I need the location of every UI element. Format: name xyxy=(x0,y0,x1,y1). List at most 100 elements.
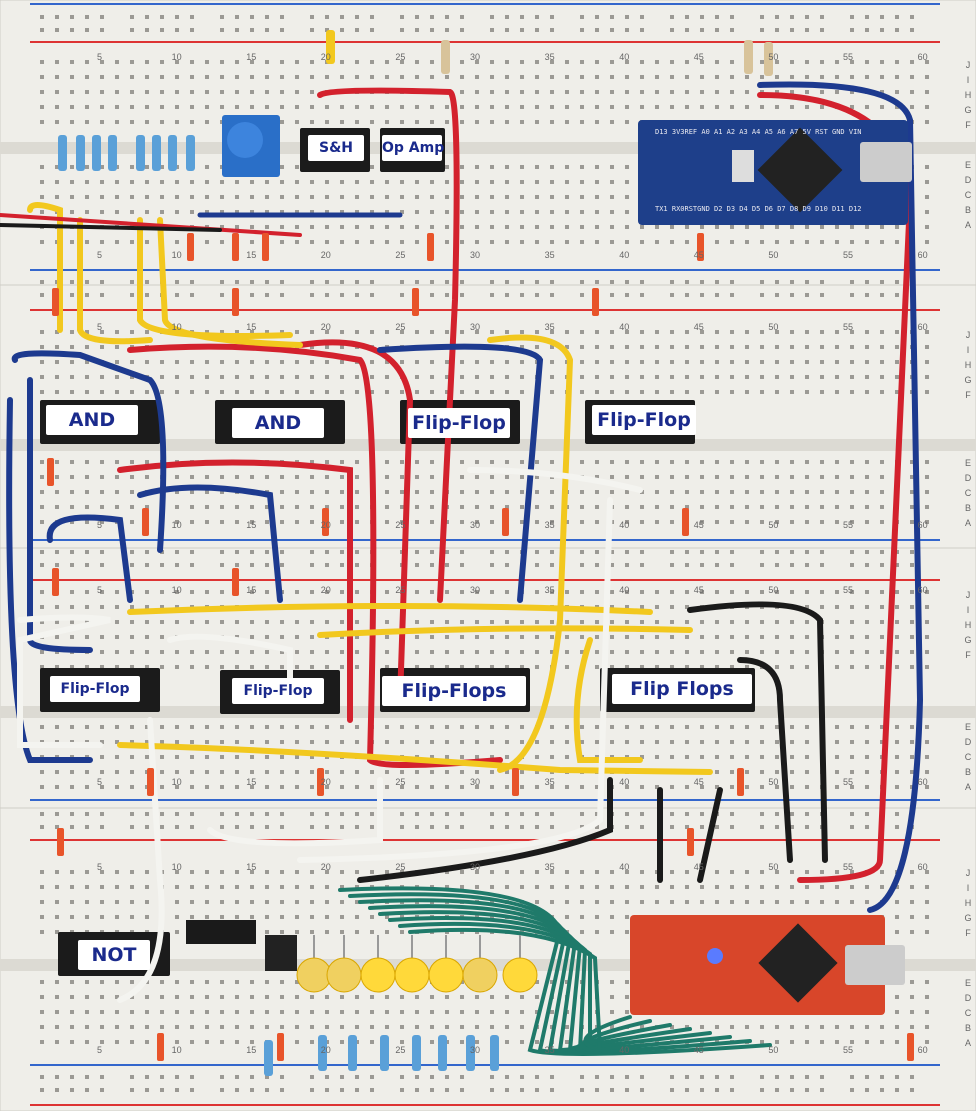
column-number: 50 xyxy=(768,52,779,62)
jumper-wire xyxy=(232,568,239,596)
column-number: 10 xyxy=(171,250,182,260)
jumper-wire xyxy=(232,288,239,316)
red-wire xyxy=(0,213,302,237)
row-letter: G xyxy=(964,913,972,923)
red-wire xyxy=(317,87,460,603)
power-led-icon xyxy=(707,948,723,964)
jumper-wire xyxy=(697,233,704,261)
yellow-wire xyxy=(317,625,693,638)
column-number: 45 xyxy=(693,777,704,787)
row-letter: C xyxy=(964,752,972,762)
row-letter: D xyxy=(964,993,972,1003)
row-letter: E xyxy=(964,160,971,170)
resistor xyxy=(380,1035,389,1071)
column-number: 20 xyxy=(320,52,331,62)
chip-label-flipflops-2: Flip Flops xyxy=(612,674,752,704)
resistor xyxy=(186,135,195,171)
microcontroller-chip xyxy=(758,923,838,1003)
column-number: 50 xyxy=(768,862,779,872)
resistor xyxy=(76,135,85,171)
column-number: 10 xyxy=(171,520,182,530)
chip-label-flipflop-3: Flip-Flop xyxy=(50,676,140,702)
column-number: 10 xyxy=(171,322,182,332)
column-number: 50 xyxy=(768,777,779,787)
column-number: 35 xyxy=(544,1045,555,1055)
jumper-wire xyxy=(52,568,59,596)
column-number: 30 xyxy=(470,862,481,872)
column-number: 5 xyxy=(97,322,103,332)
column-number: 20 xyxy=(320,1045,331,1055)
row-letter: J xyxy=(965,590,971,600)
resistor xyxy=(412,1035,421,1071)
row-letter: J xyxy=(965,60,971,70)
yellow-wire xyxy=(573,637,643,763)
row-letter: I xyxy=(966,605,970,615)
chip-label-flipflop-2: Flip-Flop xyxy=(592,405,696,435)
resistor xyxy=(326,30,335,64)
column-number: 15 xyxy=(246,520,257,530)
row-letter: B xyxy=(964,767,971,777)
column-number: 25 xyxy=(395,585,406,595)
red-wire xyxy=(117,459,353,723)
black-wire xyxy=(737,657,793,863)
column-number: 30 xyxy=(470,322,481,332)
column-number: 60 xyxy=(917,322,928,332)
row-letter: D xyxy=(964,737,972,747)
chip-label-flipflop-4: Flip-Flop xyxy=(232,678,324,704)
jumper-wire xyxy=(412,288,419,316)
usb-port xyxy=(845,945,905,985)
column-number: 10 xyxy=(171,777,182,787)
column-number: 60 xyxy=(917,777,928,787)
resistor xyxy=(136,135,145,171)
yellow-wire xyxy=(77,217,153,345)
jumper-wire xyxy=(687,828,694,856)
resistor xyxy=(264,1040,273,1076)
column-number: 5 xyxy=(97,52,103,62)
chip-label-op-amp: Op Amp xyxy=(382,135,444,161)
jumper-wire xyxy=(322,508,329,536)
column-number: 50 xyxy=(768,250,779,260)
jumper-wire xyxy=(52,288,59,316)
column-number: 5 xyxy=(97,777,103,787)
jumper-wire xyxy=(737,768,744,796)
led-icon xyxy=(296,957,332,993)
green-wire xyxy=(408,927,632,1053)
row-letter: I xyxy=(966,75,970,85)
white-wire xyxy=(297,497,613,863)
row-letter: H xyxy=(964,620,972,630)
led-icon xyxy=(462,957,498,993)
jumper-wire xyxy=(907,1033,914,1061)
column-number: 25 xyxy=(395,52,406,62)
white-wire xyxy=(467,467,643,493)
row-letter: B xyxy=(964,1023,971,1033)
column-number: 40 xyxy=(619,52,630,62)
column-number: 60 xyxy=(917,1045,928,1055)
column-number: 25 xyxy=(395,520,406,530)
blue-wire xyxy=(137,484,283,603)
column-number: 25 xyxy=(395,862,406,872)
resistor xyxy=(152,135,161,171)
column-number: 40 xyxy=(619,585,630,595)
column-number: 40 xyxy=(619,520,630,530)
column-number: 30 xyxy=(470,1045,481,1055)
chip-label-sample-hold: S&H xyxy=(308,135,364,161)
jumper-wire xyxy=(187,233,194,261)
jumper-wire xyxy=(277,1033,284,1061)
column-number: 10 xyxy=(171,862,182,872)
jumper-wire xyxy=(427,233,434,261)
yellow-wire xyxy=(27,202,63,333)
column-number: 35 xyxy=(544,250,555,260)
jumper-wire xyxy=(232,233,239,261)
column-number: 30 xyxy=(470,250,481,260)
chip-label-flipflop-1: Flip-Flop xyxy=(408,408,510,438)
row-letter: F xyxy=(965,928,971,938)
column-number: 60 xyxy=(917,52,928,62)
jumper-wire xyxy=(592,288,599,316)
row-letter: A xyxy=(964,782,971,792)
row-letter: E xyxy=(964,722,971,732)
black-wire xyxy=(0,223,222,232)
yellow-wire xyxy=(127,603,653,615)
row-letter: G xyxy=(964,105,972,115)
